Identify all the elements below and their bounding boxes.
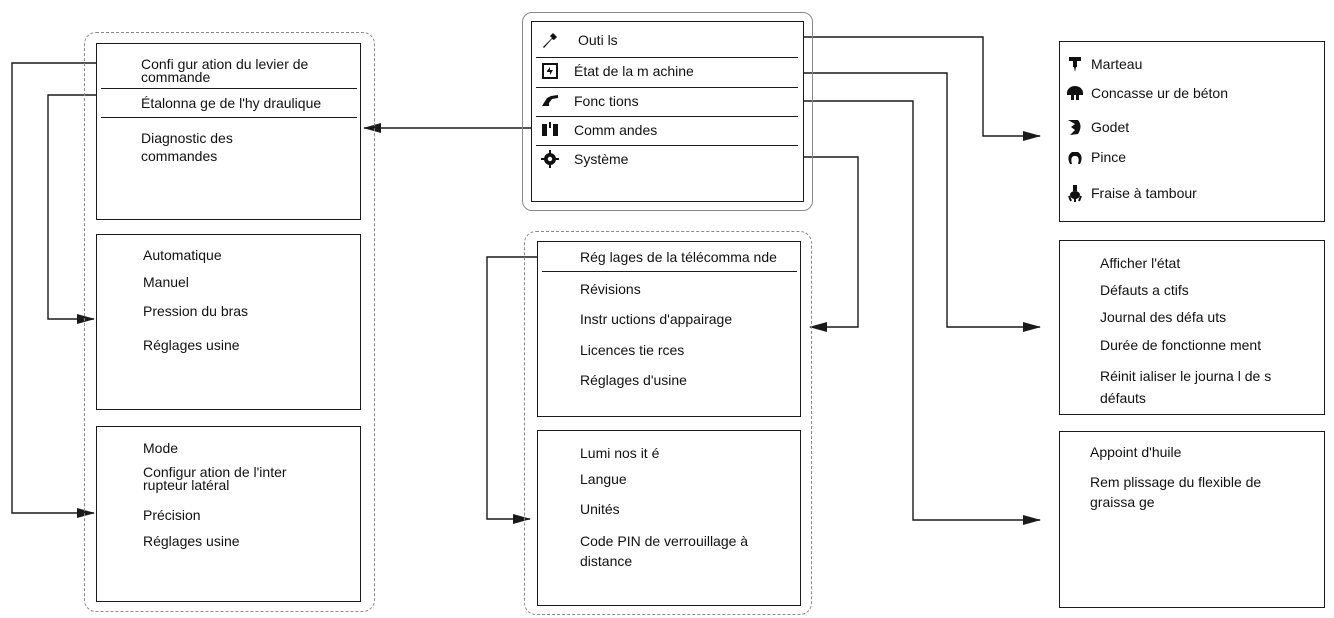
separator (101, 88, 357, 89)
separator (542, 271, 797, 272)
separator (536, 57, 798, 58)
controls-icon (542, 122, 558, 136)
commandes-menu (96, 43, 361, 220)
separator (536, 145, 798, 146)
gear-icon (541, 150, 559, 168)
arrow-fonctions (796, 100, 1041, 525)
arrow-outils (796, 36, 1041, 141)
commandes-item-diagnostic[interactable]: Diagnostic des commandes (141, 130, 233, 164)
hydraulique-menu (96, 234, 361, 410)
gripper-icon (1068, 152, 1082, 164)
outils-label: Fraise à tambour (1091, 185, 1197, 201)
systeme-item[interactable]: Instr uctions d'appairage (580, 311, 733, 327)
levier-item[interactable]: Réglages usine (143, 533, 240, 549)
etat-item[interactable]: Réinit ialiser le journa l de s défauts (1100, 368, 1272, 406)
commandes-group (84, 32, 375, 612)
etat-item[interactable]: Durée de fonctionne ment (1100, 337, 1262, 353)
main-menu-label: Comm andes (574, 122, 658, 138)
etat-menu (1059, 240, 1325, 415)
etat-item[interactable]: Afficher l'état (1100, 255, 1181, 271)
drum-cutter-icon (1068, 185, 1082, 202)
arrow-levier (11, 62, 138, 518)
bucket-icon (1068, 120, 1081, 135)
outils-label: Pince (1091, 149, 1127, 165)
main-menu-label: Fonc tions (574, 93, 639, 109)
systeme-item-telecommande[interactable]: Rég lages de la télécomma nde (580, 249, 777, 265)
outils-menu (1059, 41, 1325, 222)
fonctions-menu (1059, 431, 1325, 608)
outils-label: Marteau (1091, 56, 1143, 72)
separator (536, 87, 798, 88)
main-menu-label: Outi ls (578, 32, 618, 48)
arrow-etalonnage (47, 94, 138, 324)
hydraulique-item[interactable]: Pression du bras (143, 303, 249, 319)
functions-icon (542, 95, 558, 106)
arrow-systeme (796, 156, 859, 332)
main-menu-label: État de la m achine (574, 63, 694, 79)
commandes-item-etalonnage[interactable]: Étalonna ge de l'hy draulique (141, 95, 322, 111)
telecommande-menu (537, 430, 801, 606)
outils-label: Concasse ur de béton (1091, 85, 1228, 101)
commandes-item-levier[interactable]: Confi gur ation du levier de commande (141, 56, 309, 85)
fonctions-item[interactable]: Appoint d'huile (1090, 444, 1182, 460)
crusher-icon (1067, 86, 1083, 100)
telecommande-item[interactable]: Unités (580, 501, 620, 517)
etat-item[interactable]: Journal des défa uts (1100, 309, 1227, 325)
systeme-item[interactable]: Réglages d'usine (580, 372, 687, 388)
hydraulique-item[interactable]: Manuel (143, 274, 189, 290)
levier-menu (96, 426, 361, 602)
hammer-icon (1069, 57, 1081, 72)
hydraulique-item[interactable]: Réglages usine (143, 337, 240, 353)
machine-status-icon (542, 63, 558, 79)
telecommande-item[interactable]: Code PIN de verrouillage à distance (580, 533, 749, 569)
main-menu-label: Système (574, 151, 629, 167)
systeme-menu (537, 241, 801, 417)
telecommande-item[interactable]: Lumi nos it é (580, 445, 660, 461)
levier-item[interactable]: Mode (143, 440, 179, 456)
arrow-etat (796, 72, 1041, 332)
separator (536, 116, 798, 117)
wrench-icon (543, 33, 557, 48)
telecommande-item[interactable]: Langue (580, 471, 627, 487)
systeme-group (524, 231, 812, 615)
arrow-telecommande (486, 256, 538, 524)
fonctions-item[interactable]: Rem plissage du flexible de graissa ge (1090, 474, 1262, 510)
separator (101, 117, 357, 118)
outils-label: Godet (1091, 119, 1130, 135)
systeme-item[interactable]: Licences tie rces (580, 342, 685, 358)
etat-item[interactable]: Défauts a ctifs (1100, 282, 1189, 298)
hydraulique-item[interactable]: Automatique (143, 247, 222, 263)
systeme-item[interactable]: Révisions (580, 281, 641, 297)
main-menu (531, 21, 804, 202)
levier-item[interactable]: Précision (143, 507, 201, 523)
levier-item[interactable]: Configur ation de l'inter rupteur latéra… (143, 464, 287, 493)
main-menu-frame (522, 12, 813, 211)
